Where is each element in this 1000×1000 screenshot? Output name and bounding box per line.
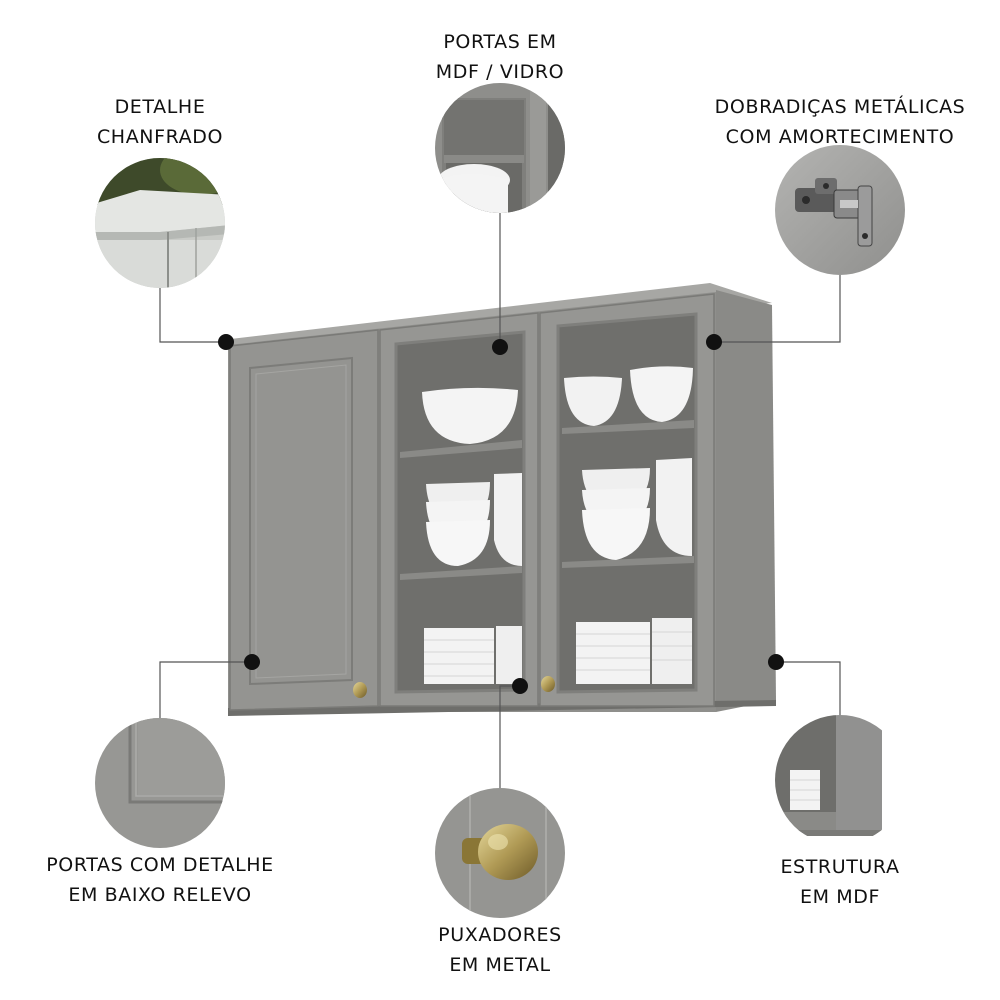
label-line: DOBRADIÇAS METÁLICAS (714, 96, 966, 118)
callout-dots (218, 334, 784, 694)
label-line: PUXADORES (438, 924, 562, 946)
leader-hinge (714, 275, 841, 343)
label-line: EM MDF (800, 886, 880, 908)
detail-circle-structure (775, 715, 905, 845)
bowl (630, 366, 693, 422)
label-puxadores: PUXADORES EM METAL (410, 920, 590, 980)
middle-glass-door (379, 312, 539, 707)
left-door-relief-panel (249, 356, 353, 686)
dot-knob (512, 678, 528, 694)
label-line: PORTAS COM DETALHE (46, 854, 274, 876)
label-line: EM BAIXO RELEVO (68, 884, 252, 906)
right-glass-door (539, 293, 715, 707)
dot-relief (244, 654, 260, 670)
dot-glass (492, 339, 508, 355)
leader-chamfer (159, 288, 226, 343)
label-line: ESTRUTURA (780, 856, 900, 878)
right-door-knob (541, 676, 555, 692)
label-line: CHANFRADO (96, 126, 224, 148)
dot-chamfer (218, 334, 234, 350)
cabinet (222, 283, 776, 716)
leader-struct (776, 661, 841, 715)
stacked-bowls (582, 458, 692, 560)
dot-struct (768, 654, 784, 670)
label-detalhe-chanfrado: DETALHE CHANFRADO (70, 92, 250, 152)
cabinet-side-panel (716, 290, 776, 712)
detail-circle-chamfer (95, 158, 225, 288)
label-dobradicas: DOBRADIÇAS METÁLICAS COM AMORTECIMENTO (690, 92, 990, 152)
left-door (229, 329, 379, 711)
label-portas-baixo-relevo: PORTAS COM DETALHE EM BAIXO RELEVO (20, 850, 300, 910)
callout-lines (159, 213, 841, 788)
label-line: MDF / VIDRO (435, 61, 565, 83)
label-line: COM AMORTECIMENTO (725, 126, 955, 148)
leader-relief (159, 661, 252, 718)
label-estrutura-mdf: ESTRUTURA EM MDF (755, 852, 925, 912)
detail-circle-knob (435, 788, 565, 918)
knob-icon (478, 824, 538, 880)
stacked-bowls (426, 473, 522, 566)
detail-circle-glass-door (435, 83, 565, 213)
detail-circle-relief (95, 718, 225, 848)
detail-circle-hinge (775, 145, 905, 275)
label-line: DETALHE (114, 96, 206, 118)
plate-stack (424, 626, 522, 684)
bowl (564, 376, 622, 426)
label-line: EM METAL (449, 954, 551, 976)
dot-hinge (706, 334, 722, 350)
label-line: PORTAS EM (443, 31, 557, 53)
label-portas-mdf-vidro: PORTAS EM MDF / VIDRO (410, 27, 590, 87)
plate-stack (576, 618, 692, 684)
left-door-knob (353, 682, 367, 698)
bowl (422, 387, 518, 444)
